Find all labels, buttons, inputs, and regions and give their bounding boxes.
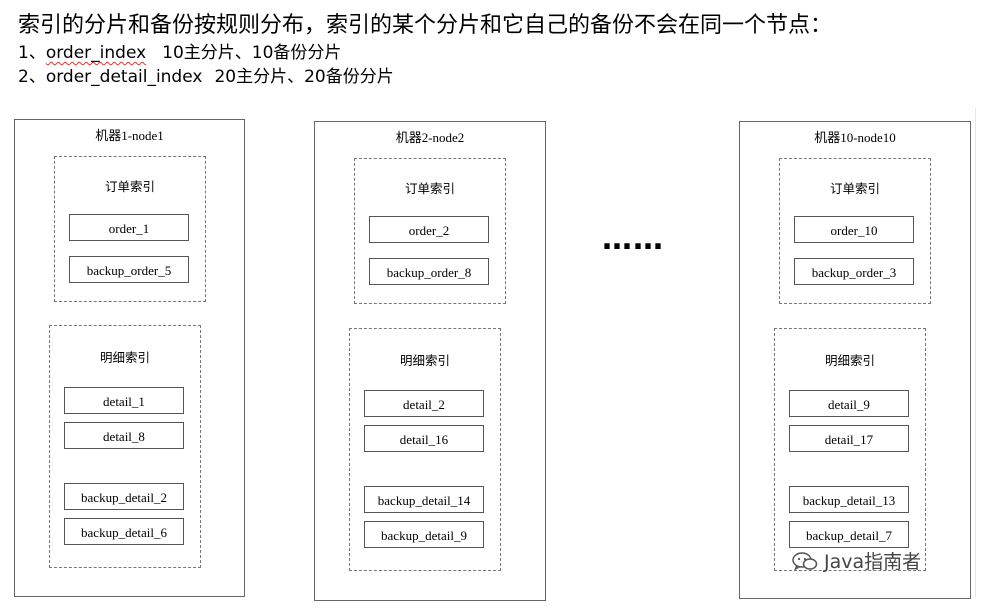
detail-index-group: 明细索引 detail_9 detail_17 backup_detail_13… xyxy=(774,328,926,571)
shard-box: backup_detail_2 xyxy=(64,483,184,510)
watermark: Java指南者 xyxy=(792,550,921,574)
group-title: 订单索引 xyxy=(104,179,155,194)
detail-index-group: 明细索引 detail_2 detail_16 backup_detail_14… xyxy=(349,328,501,571)
shard-box: detail_2 xyxy=(364,390,484,417)
line-number: 2、 xyxy=(18,67,46,87)
shard-box: backup_detail_7 xyxy=(789,521,909,548)
index-desc: 20主分片、20备份分片 xyxy=(214,67,394,87)
machine-node2: 机器2-node2 订单索引 order_2 backup_order_8 明细… xyxy=(314,121,546,601)
edge-line xyxy=(975,108,976,598)
group-title: 订单索引 xyxy=(404,181,455,196)
order-index-group: 订单索引 order_2 backup_order_8 xyxy=(354,158,506,304)
ellipsis: …… xyxy=(602,222,664,257)
group-title: 明细索引 xyxy=(99,350,150,365)
group-title: 订单索引 xyxy=(829,181,880,196)
detail-index-group: 明细索引 detail_1 detail_8 backup_detail_2 b… xyxy=(49,325,201,568)
shard-box: detail_8 xyxy=(64,422,184,449)
wechat-icon xyxy=(792,552,818,572)
shard-box: backup_order_5 xyxy=(69,256,189,283)
machine-title: 机器10-node10 xyxy=(814,130,896,145)
shard-box: order_10 xyxy=(794,216,914,243)
index-name: order_detail_index xyxy=(45,67,203,87)
shard-box: detail_1 xyxy=(64,387,184,414)
shard-box: backup_order_8 xyxy=(369,258,489,285)
line-number: 1、 xyxy=(18,43,46,63)
shard-box: backup_detail_9 xyxy=(364,521,484,548)
shard-box: backup_detail_14 xyxy=(364,486,484,513)
index-line-2: 2、order_detail_index 20主分片、20备份分片 xyxy=(18,66,394,88)
shard-box: order_2 xyxy=(369,216,489,243)
group-title: 明细索引 xyxy=(824,353,875,368)
shard-box: detail_16 xyxy=(364,425,484,452)
group-title: 明细索引 xyxy=(399,353,450,368)
watermark-text: Java指南者 xyxy=(824,551,922,573)
shard-box: backup_order_3 xyxy=(794,258,914,285)
shard-box: detail_17 xyxy=(789,425,909,452)
machine-title: 机器1-node1 xyxy=(95,128,164,143)
order-index-group: 订单索引 order_1 backup_order_5 xyxy=(54,156,206,302)
machine-node10: 机器10-node10 订单索引 order_10 backup_order_3… xyxy=(739,121,971,599)
heading: 索引的分片和备份按规则分布，索引的某个分片和它自己的备份不会在同一个节点： xyxy=(18,13,833,38)
shard-box: detail_9 xyxy=(789,390,909,417)
index-name: order_index xyxy=(45,43,147,63)
shard-box: order_1 xyxy=(69,214,189,241)
order-index-group: 订单索引 order_10 backup_order_3 xyxy=(779,158,931,304)
shard-box: backup_detail_13 xyxy=(789,486,909,513)
index-desc: 10主分片、10备份分片 xyxy=(162,43,342,63)
shard-box: backup_detail_6 xyxy=(64,518,184,545)
machine-title: 机器2-node2 xyxy=(395,130,465,145)
index-line-1: 1、order_index 10主分片、10备份分片 xyxy=(18,42,341,64)
machine-node1: 机器1-node1 订单索引 order_1 backup_order_5 明细… xyxy=(14,119,245,597)
